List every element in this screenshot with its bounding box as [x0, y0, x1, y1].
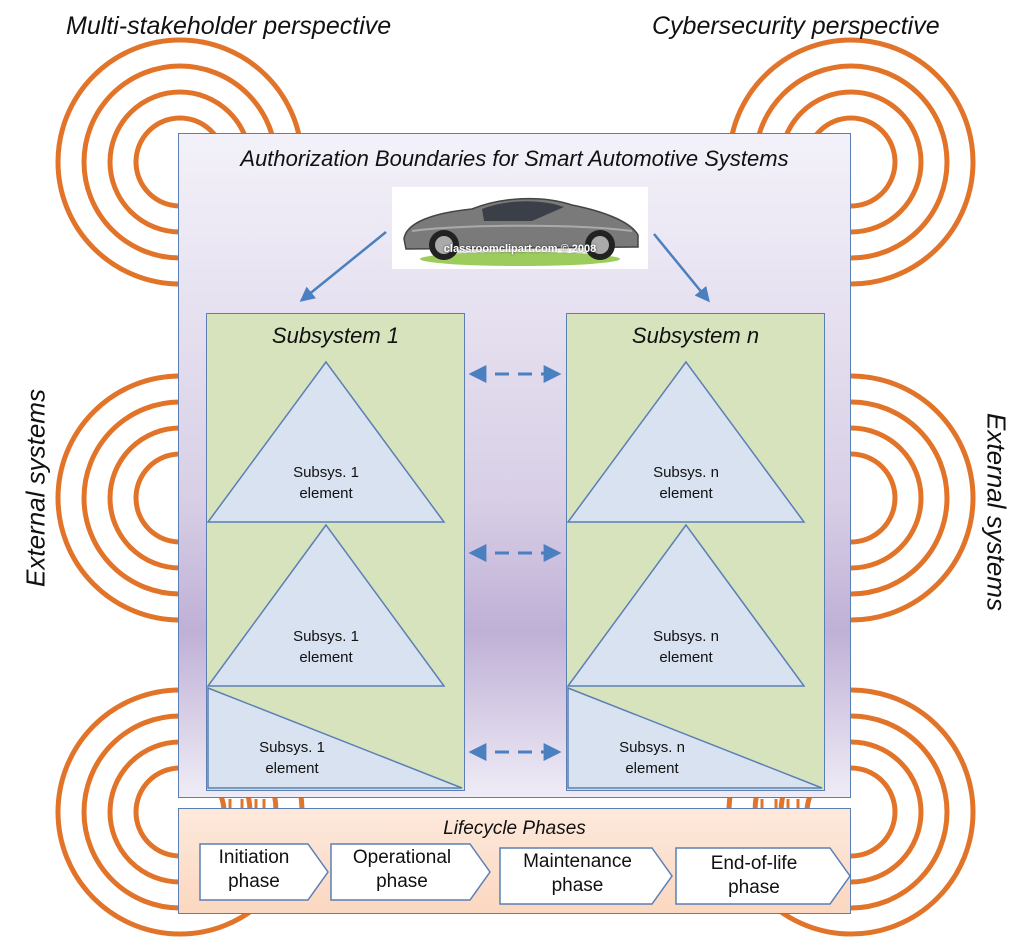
subsystem-n-title: Subsystem n	[631, 323, 760, 348]
subsys-n-element-triangle	[566, 523, 806, 687]
subsys-n-element-label: Subsys. n element	[619, 739, 685, 777]
subsys-1-element-triangle	[207, 686, 463, 789]
subsys-n-element-triangle	[566, 360, 806, 523]
subsys-n-element-triangle	[567, 686, 823, 789]
car-watermark: classroomclipart.com © 2008	[443, 243, 597, 255]
phase-initiation-shape	[199, 843, 329, 901]
car-image: classroomclipart.com © 2008	[392, 187, 648, 269]
authorization-boundary-title: Authorization Boundaries for Smart Autom…	[240, 146, 789, 171]
subsystem-1-title: Subsystem 1	[271, 323, 400, 348]
phase-initiation-label: Initiation phase	[218, 847, 290, 892]
subsys-1-element-label: Subsys. 1 element	[259, 739, 325, 777]
subsys-n-element-label: Subsys. n element	[653, 464, 719, 502]
phase-operational-label: Operational phase	[352, 847, 452, 892]
subsys-n-element-label: Subsys. n element	[653, 628, 719, 666]
phase-end-of-life-label: End-of-life phase	[710, 853, 798, 898]
car-icon	[403, 197, 639, 266]
subsys-1-element-triangle	[206, 360, 446, 523]
lifecycle-title: Lifecycle Phases	[443, 818, 586, 839]
multi-stakeholder-label: Multi-stakeholder perspective	[66, 12, 392, 40]
subsys-1-element-label: Subsys. 1 element	[293, 628, 359, 666]
subsys-1-element-triangle	[206, 523, 446, 687]
phase-end-of-life-shape	[675, 847, 851, 905]
subsys-1-element-label: Subsys. 1 element	[293, 464, 359, 502]
phase-operational-shape	[330, 843, 491, 901]
car-to-subsystem-1-arrow	[299, 231, 387, 302]
car-to-subsystem-n-arrow	[653, 233, 710, 303]
phase-maintenance-label: Maintenance phase	[523, 851, 632, 896]
cybersecurity-label: Cybersecurity perspective	[652, 12, 940, 40]
phase-maintenance-shape	[499, 847, 673, 905]
